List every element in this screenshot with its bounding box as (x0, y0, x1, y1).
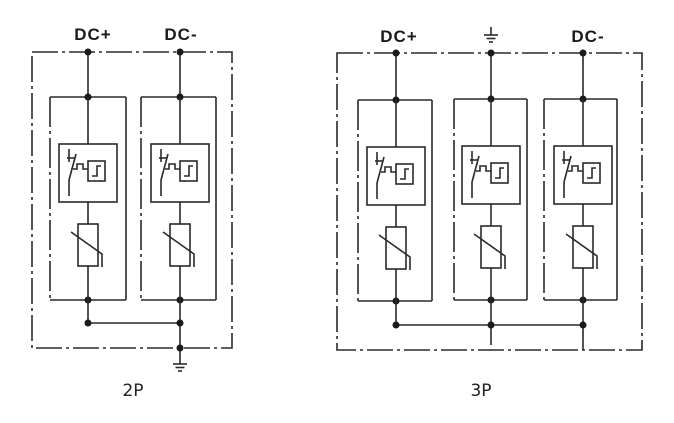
blade-arm (160, 153, 169, 181)
thermal-link (165, 163, 180, 170)
varistor-icon (70, 223, 103, 267)
thermal-link (381, 166, 396, 173)
status-indicator-icon (490, 162, 509, 184)
varistor-icon (378, 226, 411, 270)
blade-arm (563, 155, 572, 183)
blade-arm (376, 156, 385, 184)
ground-icon (173, 358, 187, 372)
thermal-disconnector-icon (58, 143, 118, 203)
spd-pole-module (357, 49, 433, 305)
status-indicator-icon (87, 160, 106, 182)
indicator-step (495, 167, 504, 179)
varistor-slash (473, 233, 506, 269)
junction-dot (176, 48, 184, 56)
thermal-link (73, 163, 88, 170)
varistor-slash (378, 234, 411, 270)
junction-dot (487, 321, 495, 329)
indicator-box (582, 162, 601, 184)
thermal-link (568, 165, 583, 172)
terminal-label-dc-plus: DC+ (380, 27, 417, 46)
status-indicator-icon (582, 162, 601, 184)
config-caption-3p: 3P (470, 381, 491, 401)
thermal-disconnector-icon (150, 143, 210, 203)
spd-pole-module (543, 49, 618, 304)
junction-dot (176, 344, 184, 352)
indicator-box (490, 162, 509, 184)
diagram-3p: DC+ DC- 3P (336, 27, 643, 401)
indicator-step (92, 165, 101, 177)
indicator-box (87, 160, 106, 182)
enclosure-frame (31, 51, 233, 349)
junction-dot (84, 319, 92, 327)
diagram-2p: DC+ DC- 2P (31, 25, 233, 401)
varistor-icon (565, 225, 598, 269)
blade-arm (68, 153, 77, 181)
ground-icon (484, 27, 498, 43)
status-indicator-icon (395, 163, 414, 185)
indicator-step (184, 165, 193, 177)
config-caption-2p: 2P (122, 381, 143, 401)
varistor-slash (162, 231, 195, 267)
thermal-disconnector-icon (553, 145, 613, 205)
status-indicator-icon (179, 160, 198, 182)
junction-dot (176, 319, 184, 327)
terminal-label-dc-minus: DC- (164, 25, 197, 44)
spd-pole-module (453, 49, 528, 304)
junction-dot (392, 321, 400, 329)
terminal-label-dc-minus: DC- (571, 27, 604, 46)
varistor-slash (70, 231, 103, 267)
indicator-step (400, 168, 409, 180)
junction-dot (579, 321, 587, 329)
junction-dot (487, 49, 495, 57)
thermal-disconnector-icon (461, 145, 521, 205)
junction-dot (579, 49, 587, 57)
indicator-box (179, 160, 198, 182)
junction-dot (84, 48, 92, 56)
varistor-slash (565, 233, 598, 269)
varistor-icon (473, 225, 506, 269)
thermal-link (476, 165, 491, 172)
indicator-box (395, 163, 414, 185)
junction-dot (392, 49, 400, 57)
varistor-icon (162, 223, 195, 267)
blade-arm (471, 155, 480, 183)
thermal-disconnector-icon (366, 146, 426, 206)
spd-pole-module (140, 48, 217, 304)
spd-pole-module (49, 48, 127, 304)
indicator-step (587, 167, 596, 179)
terminal-label-dc-plus: DC+ (74, 25, 111, 44)
